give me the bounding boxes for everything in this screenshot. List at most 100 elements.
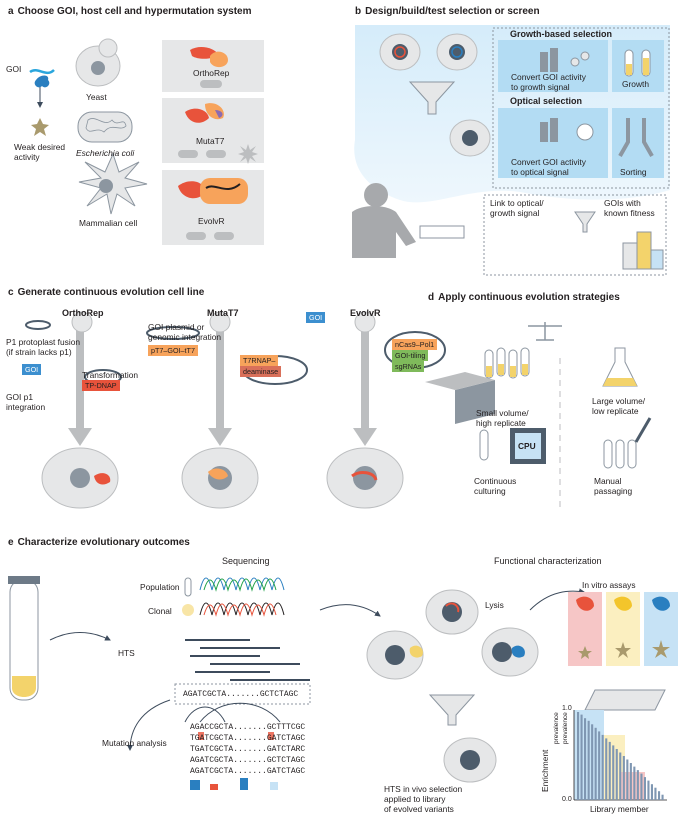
sequencing-art (127, 577, 311, 790)
selection-box (492, 27, 670, 189)
read-5: AGATCGCTA.......GATCTAGC (190, 767, 306, 776)
ncas9-pol1-tag: nCas9–Pol1 (392, 339, 438, 350)
yeast-cell (75, 38, 121, 87)
tp-dnap-tag: TP-DNAP (82, 380, 120, 391)
enrichment-bar (650, 784, 653, 800)
optical-convert-line1: Convert GOI activity (511, 157, 586, 167)
weak-activity-line1: Weak desired (14, 142, 66, 152)
functional-title: Functional characterization (494, 556, 602, 566)
enrichment-bar (654, 787, 657, 800)
culture-tube (8, 576, 111, 701)
y-tick-top: 1.0 (562, 705, 572, 712)
ratio-bottom: prevalence (562, 712, 569, 744)
test-cells (379, 33, 491, 157)
enrichment-xlabel: Library member (590, 804, 649, 814)
growth-title: Growth-based selection (510, 29, 613, 39)
read-4: AGATCGCTA.......GCTCTAGC (190, 756, 306, 765)
optical-title: Optical selection (510, 96, 583, 106)
enrichment-bar (647, 780, 650, 800)
goi-squiggle (29, 69, 55, 136)
orthorep-column-title: OrthoRep (62, 308, 104, 318)
strategy-art (425, 322, 652, 510)
known-line1: GOIs with (604, 198, 641, 208)
panel-d-title: Apply continuous evolution strategies (438, 292, 620, 303)
continuous-line2: culturing (474, 486, 506, 496)
orthorep-pathway (25, 311, 122, 509)
enrichment-ylabel: Enrichment (540, 749, 550, 792)
tiling-tag-line2: sgRNAs (392, 361, 425, 372)
yeast-label: Yeast (86, 92, 107, 102)
goi-tag-evolvr: GOI (306, 312, 326, 323)
enrichment-bar (626, 759, 629, 800)
fitness-box (483, 194, 667, 276)
enrichment-bar (580, 714, 583, 800)
manual-line2: passaging (594, 486, 633, 496)
enrichment-bar (643, 777, 646, 800)
panel-e-title: Characterize evolutionary outcomes (17, 537, 190, 548)
lysis-label: Lysis (485, 600, 504, 610)
enrichment-bar (619, 752, 622, 800)
goi-p1-line2: integration (6, 402, 46, 412)
goi-p1-line1: GOI p1 (6, 392, 33, 402)
mammalian-label: Mammalian cell (79, 218, 138, 228)
enrichment-bar (587, 720, 590, 800)
panel-b-title: Design/build/test selection or screen (365, 6, 540, 17)
small-volume-line2: high replicate (476, 418, 526, 428)
enrichment-bar (615, 749, 618, 800)
panel-c-title: Generate continuous evolution cell line (17, 287, 205, 298)
small-volume-line1: Small volume/ (476, 408, 529, 418)
functional-art (319, 588, 678, 783)
enrichment-bar (622, 756, 625, 800)
enrichment-bar (633, 766, 636, 800)
consensus-sequence: AGATCGCTA.......GCTCTAGC (183, 690, 299, 699)
population-label: Population (140, 582, 180, 592)
mutat7-pathway (146, 311, 308, 509)
enrichment-bar (584, 718, 587, 800)
in-vitro-label: In vitro assays (582, 580, 636, 590)
mutat7-label: MutaT7 (196, 136, 225, 146)
manual-line1: Manual (594, 476, 622, 486)
optical-convert-line2: to optical signal (511, 167, 569, 177)
growth-convert-line2: to growth signal (511, 82, 570, 92)
panel-d-letter: d (428, 292, 435, 303)
continuous-line1: Continuous (474, 476, 517, 486)
mutation-analysis-label: Mutation analysis (102, 738, 167, 748)
evolvr-box (162, 170, 264, 245)
enrichment-bar (608, 741, 611, 800)
y-tick-bottom: 0.0 (562, 796, 572, 803)
ecoli-label: Escherichia coli (76, 148, 135, 158)
large-volume-line2: low replicate (592, 406, 639, 416)
orthorep-box (162, 40, 264, 92)
growth-label: Growth (622, 79, 649, 89)
enrichment-bar (598, 731, 601, 800)
panel-a-letter: a (8, 6, 14, 17)
hts-vivo-line1: HTS in vivo selection (384, 784, 463, 794)
panel-a-title: Choose GOI, host cell and hypermutation … (17, 6, 252, 17)
enrichment-bar (640, 773, 643, 800)
enrichment-bar (605, 738, 608, 800)
mammalian-cell (78, 152, 148, 215)
enrichment-bars (577, 712, 664, 800)
hts-vivo-line2: applied to library (384, 794, 446, 804)
panel-b-letter: b (355, 6, 362, 17)
enrichment-bar (577, 712, 580, 800)
ecoli-cell (77, 111, 133, 143)
enrichment-bar (636, 770, 639, 800)
growth-convert-line1: Convert GOI activity (511, 72, 586, 82)
mutat7-column-title: MutaT7 (207, 308, 239, 318)
evolvr-label: EvolvR (198, 216, 225, 226)
enrichment-bar (629, 763, 632, 800)
read-3: TGATCGCTA.......GATCTARC (190, 745, 306, 754)
hts-label: HTS (118, 648, 135, 658)
t7rnap-tag-line1: T7RNAP– (240, 355, 279, 366)
read-1: AGACCGCTA.......GCTTTCGC (190, 723, 306, 732)
cpu-label: CPU (518, 441, 536, 451)
enrichment-bar (591, 724, 594, 800)
enrichment-bar (658, 791, 661, 800)
